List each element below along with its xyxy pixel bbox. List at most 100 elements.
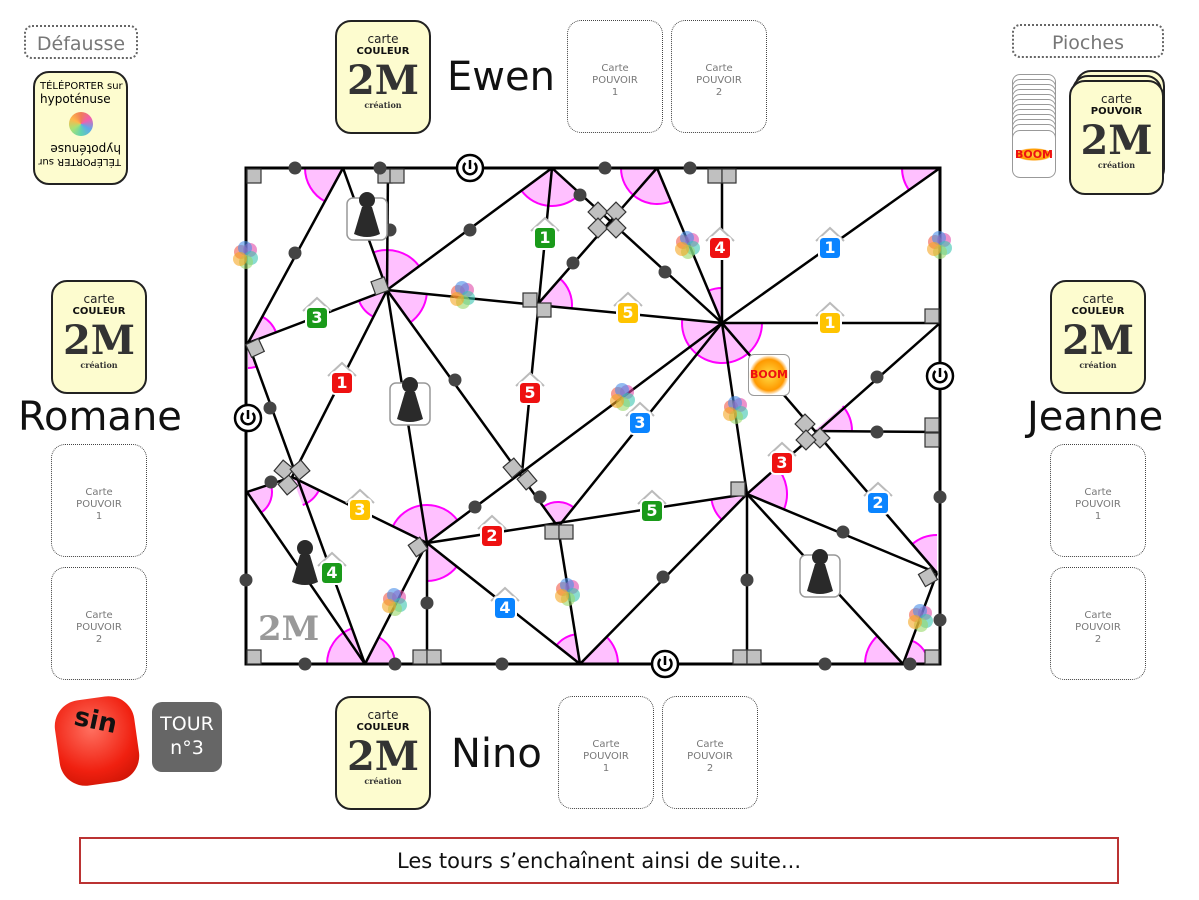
angle-arc	[520, 190, 581, 207]
pawn-icon	[402, 377, 418, 393]
discard-card[interactable]: TÉLÉPORTER sur hypoténuse hypoténuse TÉL…	[33, 71, 128, 185]
pawn-icon	[359, 192, 375, 208]
pawn-icon	[354, 207, 380, 237]
angle-arc	[372, 249, 420, 267]
point-dot	[598, 161, 612, 175]
house-number: 1	[330, 371, 354, 395]
flower-icon	[233, 252, 247, 266]
slot-text: POUVOIR	[76, 499, 122, 510]
card-title: carte	[1082, 292, 1114, 306]
boom-deck-top[interactable]: BOOM	[1012, 130, 1056, 178]
point-dot	[288, 161, 302, 175]
player-name-top: Ewen	[447, 54, 555, 100]
point-dot	[495, 657, 509, 671]
house-number: 4	[320, 561, 344, 585]
house-roof-icon	[767, 441, 797, 457]
house-roof-icon	[317, 551, 347, 567]
house-yellow-5: 5	[613, 291, 643, 325]
house-blue-2: 2	[863, 481, 893, 515]
house-number: 4	[493, 596, 517, 620]
card-title: carte	[1101, 92, 1132, 106]
house-number: 5	[518, 381, 542, 405]
house-roof-icon	[490, 586, 520, 602]
house-red-3: 3	[767, 441, 797, 475]
house-roof-icon	[327, 361, 357, 377]
right-angle-marker	[412, 649, 428, 665]
right-angle-marker	[746, 649, 762, 665]
power-icon-glyph	[462, 160, 478, 176]
house-roof-icon	[345, 488, 375, 504]
house-roof-icon	[863, 481, 893, 497]
right-angle-marker	[587, 217, 609, 239]
card-title: carte	[83, 292, 115, 306]
point-dot	[373, 161, 387, 175]
angle-arc	[426, 565, 458, 582]
point-dot	[468, 500, 482, 514]
point-dot	[566, 256, 580, 270]
angle-arc	[681, 318, 763, 364]
angle-marker	[358, 290, 387, 317]
point-dot	[656, 570, 670, 584]
right-angle-marker	[246, 168, 262, 184]
house-number: 3	[770, 451, 794, 475]
point-dot	[870, 370, 884, 384]
point-dot	[933, 490, 947, 504]
dice[interactable]: sin	[51, 692, 143, 790]
house-roof-icon	[625, 401, 655, 417]
angle-arc	[326, 627, 352, 665]
right-angle-marker	[730, 481, 746, 497]
right-angle-marker	[924, 417, 940, 433]
flower-icon	[610, 394, 624, 408]
slot-text: 2	[715, 87, 723, 98]
house-red-4: 4	[705, 226, 735, 260]
slot-text: Carte	[601, 63, 629, 74]
angle-marker	[682, 318, 762, 363]
right-angle-marker	[924, 308, 940, 324]
point-dot	[388, 657, 402, 671]
right-angle-marker	[605, 217, 627, 239]
house-roof-icon	[530, 216, 560, 232]
flower-icon	[555, 589, 569, 603]
right-angle-marker	[924, 649, 940, 665]
point-dot	[263, 401, 277, 415]
boom-tile[interactable]: BOOM	[748, 354, 790, 396]
point-dot	[658, 265, 672, 279]
angle-marker	[365, 637, 395, 664]
point-dot	[683, 161, 697, 175]
turn-number: n°3	[170, 737, 204, 759]
house-number: 5	[640, 499, 664, 523]
point-dot	[463, 223, 477, 237]
house-yellow-1: 1	[815, 301, 845, 335]
right-angle-marker	[516, 469, 538, 491]
right-angle-marker	[289, 459, 311, 481]
segment-line	[246, 342, 367, 665]
point-dot	[288, 246, 302, 260]
house-number: 3	[348, 498, 372, 522]
slot-text: 1	[95, 511, 103, 522]
right-angle-marker	[721, 168, 737, 184]
house-roof-icon	[705, 226, 735, 242]
player-name-right: Jeanne	[1027, 394, 1164, 440]
slot-text: POUVOIR	[696, 75, 742, 86]
pawn-icon	[397, 392, 423, 422]
angle-marker	[387, 290, 427, 323]
house-number: 2	[866, 491, 890, 515]
flower-icon	[450, 292, 464, 306]
